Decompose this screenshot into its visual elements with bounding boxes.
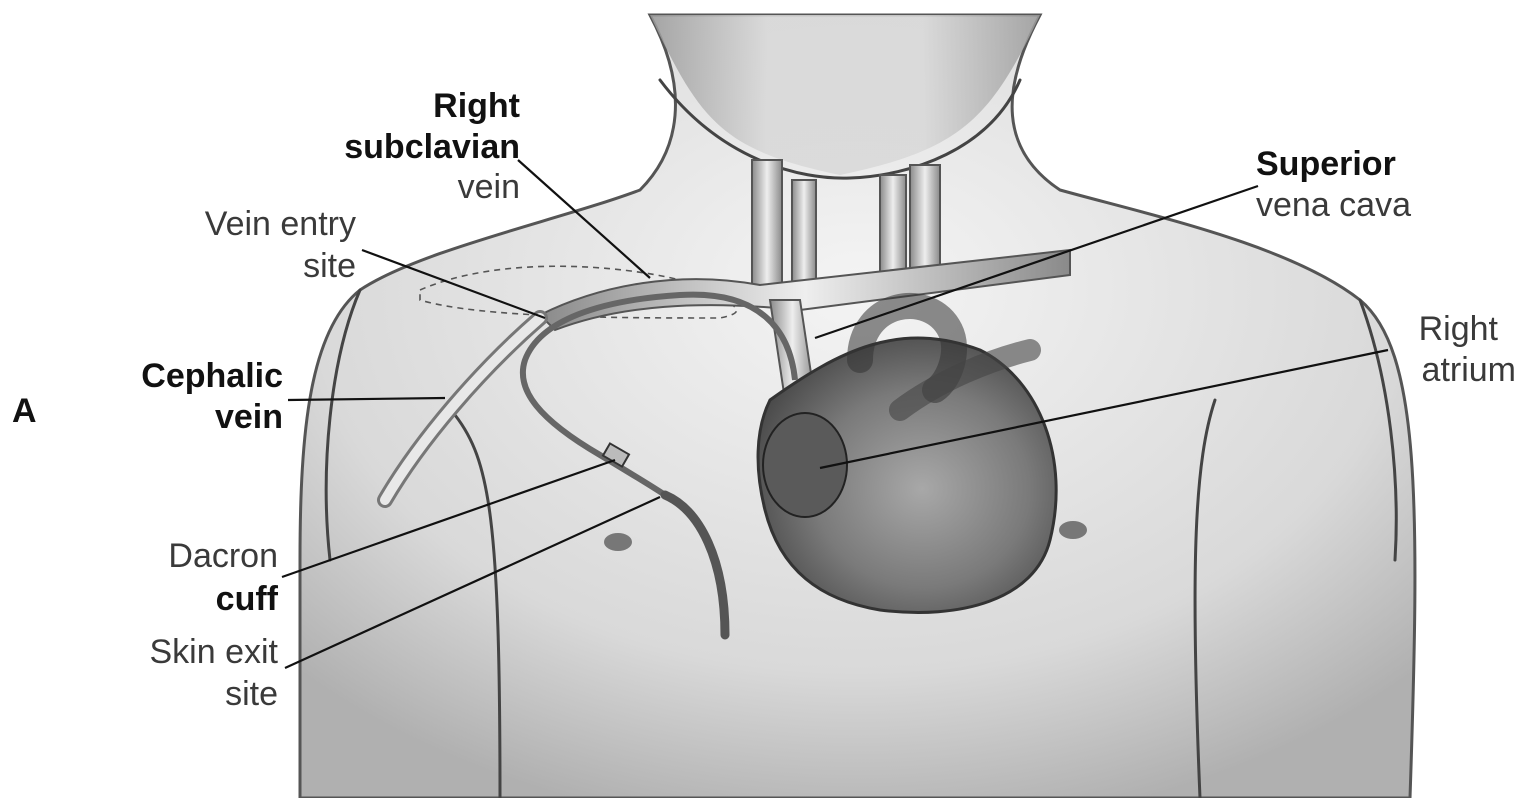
- label-vein-entry-line2: site: [303, 247, 356, 285]
- label-right-subclavian-line2: subclavian: [344, 128, 520, 166]
- label-vein-entry-line1: Vein entry: [205, 205, 356, 243]
- label-skin-exit-line1: Skin exit: [150, 633, 279, 671]
- label-dacron-line1: Dacron: [168, 537, 278, 575]
- neck-vessel-2: [792, 180, 816, 295]
- label-right-subclavian-line3: vein: [458, 168, 520, 206]
- label-skin-exit-line2: site: [225, 675, 278, 713]
- label-superior-line1: Superior: [1256, 145, 1396, 183]
- label-right-atrium-line2: atrium: [1422, 351, 1516, 389]
- label-cephalic-line2: vein: [215, 398, 283, 436]
- panel-letter: A: [12, 392, 37, 430]
- label-dacron-line2: cuff: [216, 580, 279, 618]
- label-cephalic-line1: Cephalic: [141, 357, 283, 395]
- label-right-subclavian-line1: Right: [433, 87, 520, 125]
- right-nipple: [1059, 521, 1087, 539]
- neck-vessel-1: [752, 160, 782, 290]
- label-right-atrium-line1: Right: [1419, 310, 1499, 348]
- left-nipple: [604, 533, 632, 551]
- label-superior-line2: vena cava: [1256, 186, 1411, 224]
